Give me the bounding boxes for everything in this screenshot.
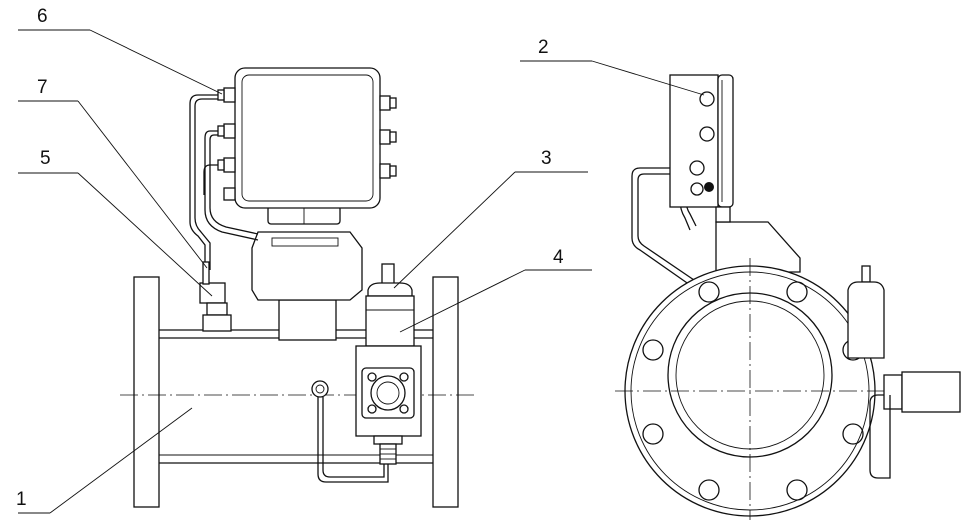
right-cable-glands [379, 95, 397, 179]
temperature-sensor [365, 263, 415, 347]
callout-leaders [18, 29, 705, 514]
side-bracket [715, 221, 801, 273]
pipe-body [120, 329, 475, 464]
valve-block [355, 345, 422, 465]
pressure-port [199, 261, 232, 332]
callout-labels: 6 7 5 1 3 4 2 [16, 6, 564, 510]
callout-3: 3 [541, 148, 552, 169]
callout-6: 6 [37, 6, 48, 27]
right-flange [432, 276, 459, 508]
electronics-housing [217, 67, 397, 209]
side-view [615, 74, 961, 520]
left-flange [133, 276, 160, 508]
callout-4: 4 [553, 247, 564, 268]
callout-7: 7 [37, 77, 48, 98]
bypass-line [311, 380, 389, 483]
side-housing [669, 74, 734, 223]
impulse-tubes [189, 94, 259, 270]
sensor-neck [251, 205, 363, 341]
callout-5: 5 [40, 148, 51, 169]
callout-1: 1 [16, 489, 27, 510]
callout-2: 2 [538, 37, 549, 58]
front-view [120, 67, 475, 508]
side-flange [615, 258, 885, 520]
side-sensor [847, 265, 961, 479]
left-cable-glands [217, 87, 236, 201]
